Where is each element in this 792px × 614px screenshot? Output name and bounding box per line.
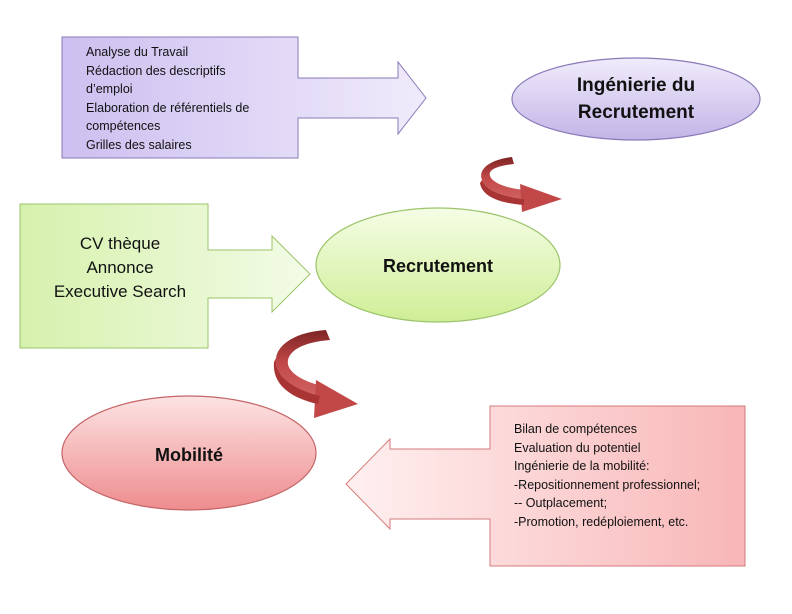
ingenierie-callout-shape bbox=[61, 36, 427, 159]
ingenierie-callout-line: compétences bbox=[86, 119, 161, 134]
recrutement-label: Recrutement bbox=[382, 256, 494, 276]
cycle-arrow-bottom bbox=[273, 330, 358, 418]
cycle-arrow-top bbox=[480, 157, 562, 212]
recrutement-callout-line: Annonce bbox=[86, 258, 154, 277]
mobilite-callout-line: -Promotion, redéploiement, etc. bbox=[514, 514, 689, 529]
ingenierie-label-line: Ingénierie du bbox=[576, 75, 696, 96]
mobilite-callout-line: -Repositionnement professionnel; bbox=[514, 477, 701, 492]
mobilite-ellipse bbox=[61, 395, 317, 511]
ingenierie-callout-line: d’emploi bbox=[86, 82, 133, 97]
recrutement-callout-shape bbox=[19, 203, 311, 349]
mobilite-callout-line: Ingénierie de la mobilité: bbox=[514, 459, 650, 474]
mobilite-callout-line: Evaluation du potentiel bbox=[514, 440, 641, 455]
mobilite-callout-text: Bilan de compétences Evaluation du poten… bbox=[514, 420, 700, 532]
ingenierie-callout-line: Analyse du Travail bbox=[86, 45, 189, 59]
ingenierie-ellipse bbox=[511, 57, 761, 141]
mobilite-callout-line: Bilan de compétences bbox=[514, 422, 637, 436]
ingenierie-label-line: Recrutement bbox=[577, 102, 695, 123]
ingenierie-callout-line: Elaboration de référentiels de bbox=[86, 100, 250, 115]
ingenierie-callout-line: Grilles des salaires bbox=[86, 137, 192, 152]
recrutement-callout-line: Executive Search bbox=[53, 282, 187, 301]
ingenierie-label: Ingénierie du Recrutement bbox=[512, 72, 760, 126]
recrutement-ellipse bbox=[315, 207, 561, 323]
mobilite-callout-line: -- Outplacement; bbox=[514, 496, 608, 511]
ingenierie-callout-text: Analyse du Travail Rédaction des descrip… bbox=[86, 43, 249, 155]
ingenierie-callout-line: Rédaction des descriptifs bbox=[86, 63, 226, 78]
mobilite-label: Mobilité bbox=[155, 445, 223, 465]
recrutement-callout-line: CV thèque bbox=[79, 234, 161, 253]
mobilite-callout-shape bbox=[345, 405, 746, 567]
recrutement-callout-text: CV thèque Annonce Executive Search bbox=[20, 232, 220, 304]
